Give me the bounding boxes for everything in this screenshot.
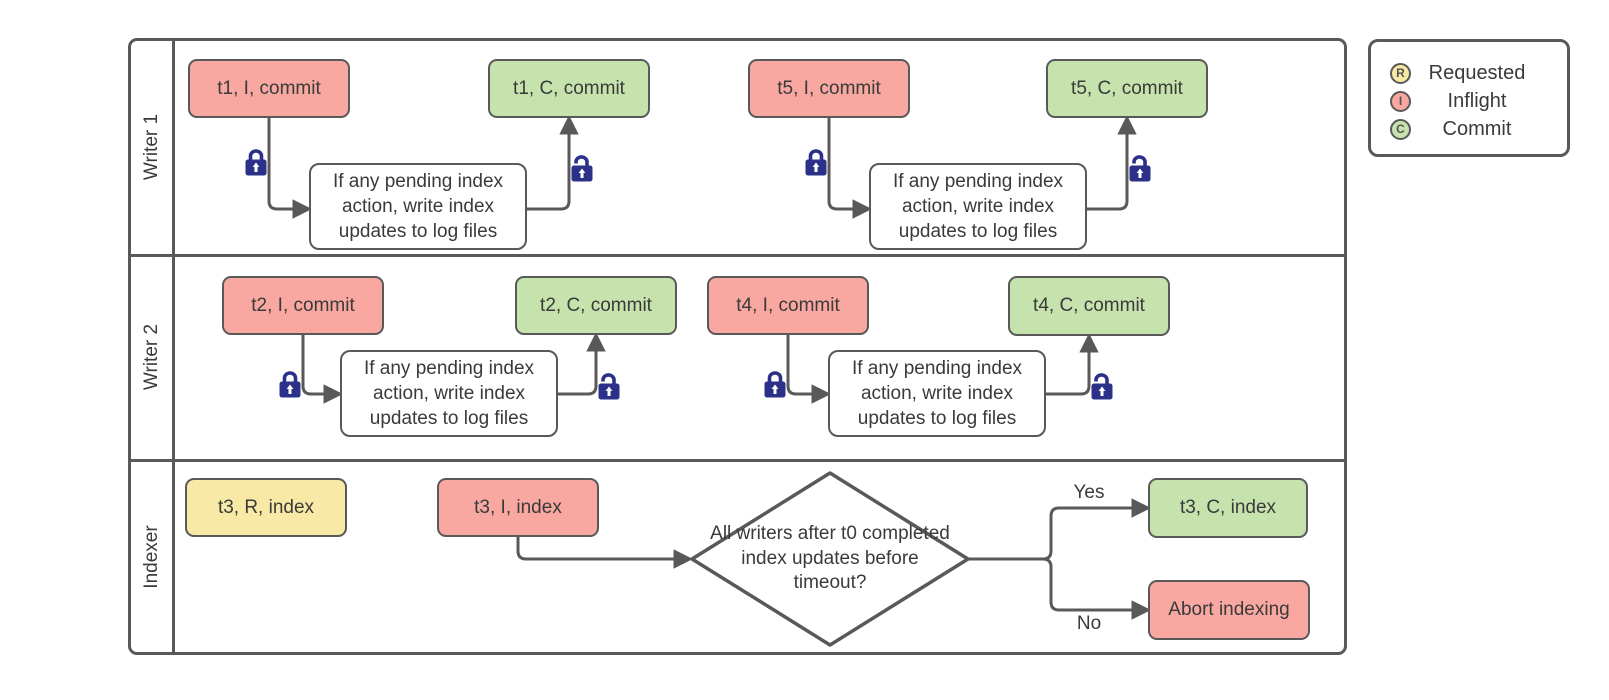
legend-label-inflight: Inflight (1447, 89, 1507, 112)
decision-diamond (690, 471, 970, 647)
commit-badge-icon: C (1390, 118, 1411, 140)
edge-t5-inflight-to-note (827, 118, 872, 219)
legend: R Requested I Inflight C Commit (1368, 39, 1570, 157)
edge-t1-inflight-to-note (267, 118, 312, 219)
process-note-writer2-a: If any pending index action, write index… (340, 350, 558, 437)
node-t5-inflight: t5, I, commit (748, 59, 910, 118)
process-note-writer2-b: If any pending index action, write index… (828, 350, 1046, 437)
inflight-badge-icon: I (1390, 90, 1411, 112)
node-t4-commit: t4, C, commit (1008, 276, 1170, 336)
edge-t3-inflight-to-decision (516, 537, 693, 569)
lock-closed-icon (805, 149, 827, 176)
edge-note-to-t2-commit (558, 332, 606, 396)
lock-open-icon (571, 155, 593, 182)
edge-t4-inflight-to-note (786, 335, 831, 404)
lane-label-writer2: Writer 2 (141, 323, 162, 391)
lock-closed-icon (245, 149, 267, 176)
node-t5-commit: t5, C, commit (1046, 59, 1208, 118)
legend-label-commit: Commit (1442, 117, 1512, 140)
node-t3-requested: t3, R, index (185, 478, 347, 537)
lane-divider-writer1-writer2 (128, 254, 1347, 257)
swimlane-pool (128, 38, 1347, 655)
node-abort-indexing: Abort indexing (1148, 580, 1310, 640)
legend-row-inflight: I Inflight (1371, 87, 1567, 115)
lane-label-divider (172, 38, 175, 655)
lock-open-icon (1129, 155, 1151, 182)
legend-row-commit: C Commit (1371, 115, 1567, 143)
lane-label-indexer: Indexer (141, 525, 162, 589)
edge-note-to-t1-commit (527, 115, 579, 211)
edge-note-to-t5-commit (1087, 115, 1137, 211)
node-t3-commit: t3, C, index (1148, 478, 1308, 538)
lock-closed-icon (279, 371, 301, 398)
legend-label-requested: Requested (1428, 61, 1526, 84)
node-t2-inflight: t2, I, commit (222, 276, 384, 335)
node-t2-commit: t2, C, commit (515, 276, 677, 335)
node-t4-inflight: t4, I, commit (707, 276, 869, 335)
process-note-writer1-b: If any pending index action, write index… (869, 163, 1087, 250)
lane-label-writer1: Writer 1 (141, 113, 162, 181)
process-note-writer1-a: If any pending index action, write index… (309, 163, 527, 250)
lane-divider-writer2-indexer (128, 459, 1347, 462)
edge-t2-inflight-to-note (301, 335, 343, 404)
requested-badge-icon: R (1390, 62, 1411, 84)
edge-decision-no (968, 557, 1151, 620)
decision-label: All writers after t0 completed index upd… (710, 522, 950, 594)
edge-note-to-t4-commit (1046, 333, 1099, 396)
lock-open-icon (598, 373, 620, 400)
node-t1-inflight: t1, I, commit (188, 59, 350, 118)
node-t3-inflight: t3, I, index (437, 478, 599, 537)
node-t1-commit: t1, C, commit (488, 59, 650, 118)
lock-open-icon (1091, 373, 1113, 400)
lock-closed-icon (764, 371, 786, 398)
edge-label-no: No (1076, 613, 1102, 634)
legend-row-requested: R Requested (1371, 59, 1567, 87)
edge-label-yes: Yes (1073, 482, 1105, 503)
